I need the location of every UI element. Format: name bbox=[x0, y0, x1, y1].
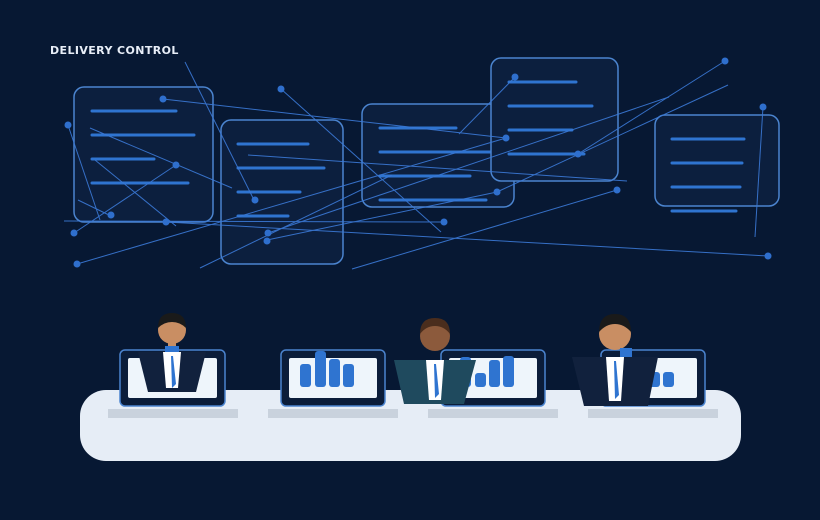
ticket-panel-4 bbox=[490, 57, 619, 182]
ticket-panels bbox=[73, 57, 780, 265]
ticket-panel-3 bbox=[361, 103, 515, 208]
ticket-panel-1 bbox=[73, 86, 214, 223]
person-1 bbox=[138, 313, 206, 392]
page-title: DELIVERY CONTROL bbox=[50, 44, 179, 57]
workstation-2 bbox=[280, 349, 386, 407]
ticket-panel-2 bbox=[220, 119, 344, 265]
ticket-panel-5 bbox=[654, 114, 780, 213]
workstation-4 bbox=[572, 314, 706, 407]
desk bbox=[80, 390, 741, 461]
workstation-1 bbox=[119, 313, 226, 407]
connector-lines bbox=[63, 60, 769, 270]
connector-nodes bbox=[64, 57, 772, 268]
workstation-3 bbox=[394, 318, 546, 407]
bar-chart-icon bbox=[300, 351, 354, 387]
person-3 bbox=[394, 318, 476, 404]
person-4 bbox=[572, 314, 658, 406]
